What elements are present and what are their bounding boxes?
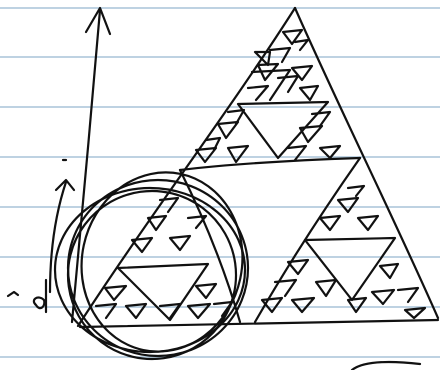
bottom-right-fractal	[262, 186, 425, 318]
top-center-triangle	[238, 52, 328, 158]
small-height-arrow	[50, 180, 74, 292]
bottom-right-oval	[352, 362, 420, 370]
scribbled-circles	[55, 157, 259, 370]
vertical-axis-arrow	[72, 8, 110, 322]
